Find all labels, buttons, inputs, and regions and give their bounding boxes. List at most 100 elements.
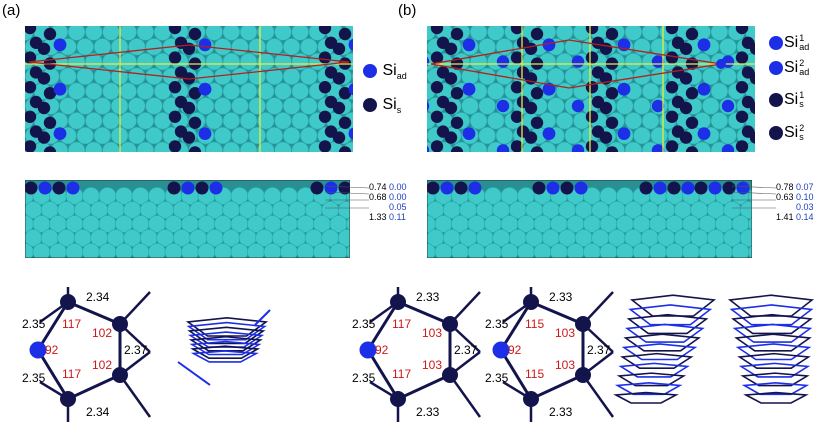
substrate-atom — [698, 243, 717, 258]
substrate-atom — [85, 26, 103, 41]
substrate-atom — [500, 243, 519, 258]
bond-angle-label: 115 — [525, 317, 544, 331]
substrate-atom — [222, 82, 241, 100]
substrate-atom — [291, 26, 309, 41]
substrate-atom — [248, 38, 266, 56]
si-s-atom — [52, 181, 66, 195]
height-labels-a: 0.74 0.00 0.68 0.00 0.05 1.33 0.11 — [369, 182, 407, 222]
substrate-atom — [633, 97, 651, 115]
si-s1-ball-icon — [769, 93, 783, 107]
chain-segment — [741, 382, 810, 396]
substrate-atom — [665, 243, 684, 258]
si-s-atom — [430, 51, 444, 64]
bond-length-label: 2.33 — [416, 290, 440, 304]
substrate-atom — [291, 141, 309, 152]
chain-stub — [254, 309, 271, 326]
chain-segment — [613, 391, 679, 404]
si-ad-atom — [53, 127, 67, 140]
bond-angle-label: 92 — [45, 343, 59, 357]
substrate-atom — [136, 141, 155, 152]
bond-length-label: 2.35 — [485, 371, 509, 385]
substrate-atom — [59, 97, 77, 115]
si-s-atom — [450, 27, 464, 41]
substrate-atom — [257, 141, 275, 152]
si-ad-atom — [697, 82, 711, 96]
bond-length-label: 2.37 — [587, 343, 611, 357]
si-s-atom — [195, 181, 209, 195]
substrate-atom — [76, 38, 94, 56]
si-s-atom — [749, 72, 755, 85]
si-ad-atom — [198, 127, 212, 140]
substrate-atom — [65, 243, 84, 258]
si-s-atom — [749, 101, 755, 115]
si-ad-atom — [496, 144, 510, 152]
substrate-atom — [469, 26, 488, 41]
substrate-atom — [248, 97, 266, 115]
si-s-atom — [37, 42, 51, 55]
substrate-atom — [337, 229, 350, 247]
substrate-atom — [205, 52, 223, 71]
substrate-atom — [248, 126, 266, 145]
si-s-atom — [338, 146, 352, 152]
si-s-atom — [332, 131, 346, 144]
si-s-atom — [685, 27, 699, 41]
substrate-atom — [196, 97, 215, 115]
substrate-atom — [517, 243, 535, 258]
si-s-atom — [665, 26, 679, 35]
chain-perspective-a — [177, 309, 271, 386]
chain-segment — [186, 321, 267, 341]
bond-stub — [118, 374, 152, 418]
si-s-atom — [685, 116, 699, 129]
height-blue: 0.00 — [389, 192, 407, 202]
si-ad-atom — [571, 55, 585, 68]
si-ad-atom — [546, 181, 560, 195]
substrate-atom — [257, 82, 275, 100]
si-s-atom — [430, 140, 444, 152]
substrate-atom — [641, 112, 660, 130]
substrate-atom — [719, 126, 737, 145]
si-s-atom — [188, 27, 202, 41]
height-blue: 0.03 — [796, 202, 814, 212]
substrate-atom — [119, 82, 137, 100]
height-black: 0.74 — [369, 182, 387, 192]
si-s-atom — [338, 27, 352, 41]
si-s-atom — [605, 146, 619, 152]
substrate-atom — [682, 243, 700, 258]
si-ad-atom — [542, 127, 556, 140]
si-s-atom — [60, 391, 76, 407]
substrate-atom — [633, 126, 651, 145]
substrate-atom — [131, 243, 150, 258]
chain-segment — [735, 343, 812, 361]
substrate-atom — [119, 26, 137, 41]
substrate-atom — [67, 82, 86, 100]
substrate-atom — [214, 38, 232, 56]
substrate-atom — [274, 141, 292, 152]
substrate-atom — [300, 126, 318, 145]
bond-angle-label: 92 — [508, 343, 522, 357]
si-ad-atom — [708, 181, 722, 195]
substrate-atom — [98, 243, 117, 258]
leader-line — [732, 191, 777, 195]
si-ad-atom — [468, 181, 482, 195]
chain-segment — [628, 304, 713, 326]
si-s-atom — [679, 101, 693, 115]
si-ad-atom — [492, 341, 510, 359]
pentagon-ring — [366, 300, 452, 401]
si-s-atom — [450, 116, 464, 129]
si-s-atom — [37, 131, 51, 144]
height-blue: 0.11 — [389, 212, 406, 222]
substrate-atom — [119, 52, 137, 71]
substrate-atom — [128, 97, 146, 115]
substrate-atom — [239, 52, 258, 71]
substrate-atom — [282, 67, 301, 86]
bond-angle-label: 103 — [422, 358, 442, 372]
si-s-atom — [510, 81, 524, 94]
chain-segment — [190, 350, 259, 363]
si-ad-atom — [617, 82, 631, 96]
substrate-atom — [566, 243, 585, 258]
substrate-atom — [231, 38, 249, 56]
